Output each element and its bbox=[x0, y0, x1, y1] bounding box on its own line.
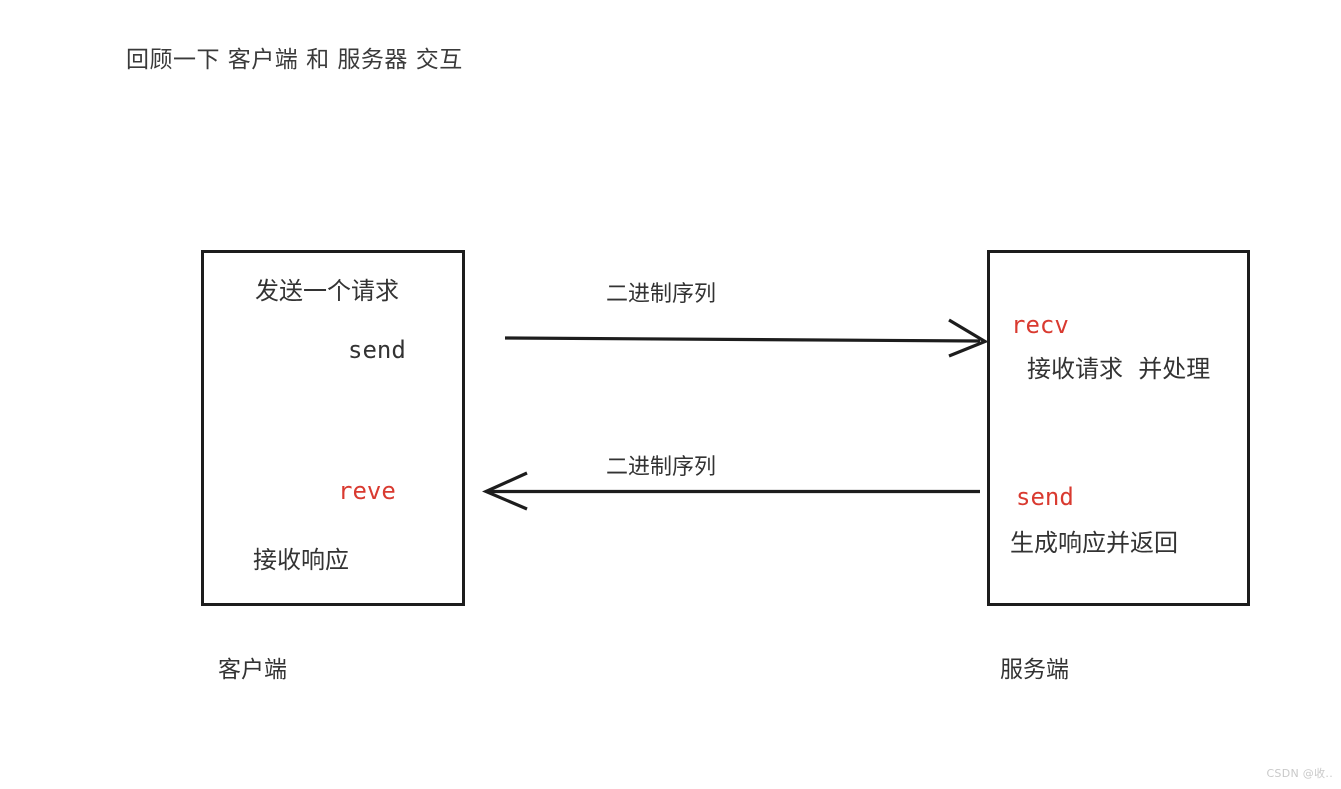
response-arrow-label: 二进制序列 bbox=[606, 455, 717, 480]
client-send-call: send bbox=[348, 336, 406, 364]
client-reve-call: reve bbox=[338, 477, 396, 505]
request-arrow-label: 二进制序列 bbox=[606, 282, 717, 307]
client-receive-response-text: 接收响应 bbox=[253, 546, 349, 574]
page-title: 回顾一下 客户端 和 服务器 交互 bbox=[126, 47, 463, 73]
client-send-request-text: 发送一个请求 bbox=[255, 277, 399, 305]
server-send-call: send bbox=[1016, 483, 1074, 511]
server-node-box bbox=[987, 250, 1250, 606]
request-arrow bbox=[504, 318, 989, 358]
response-arrow bbox=[482, 471, 980, 511]
server-receive-request-text: 接收请求 并处理 bbox=[1027, 355, 1211, 383]
watermark: CSDN @收.. bbox=[1266, 767, 1333, 780]
client-caption: 客户端 bbox=[218, 657, 287, 683]
server-recv-call: recv bbox=[1011, 311, 1069, 339]
server-caption: 服务端 bbox=[1000, 657, 1069, 683]
server-generate-response-text: 生成响应并返回 bbox=[1010, 529, 1178, 557]
client-node-box bbox=[201, 250, 465, 606]
